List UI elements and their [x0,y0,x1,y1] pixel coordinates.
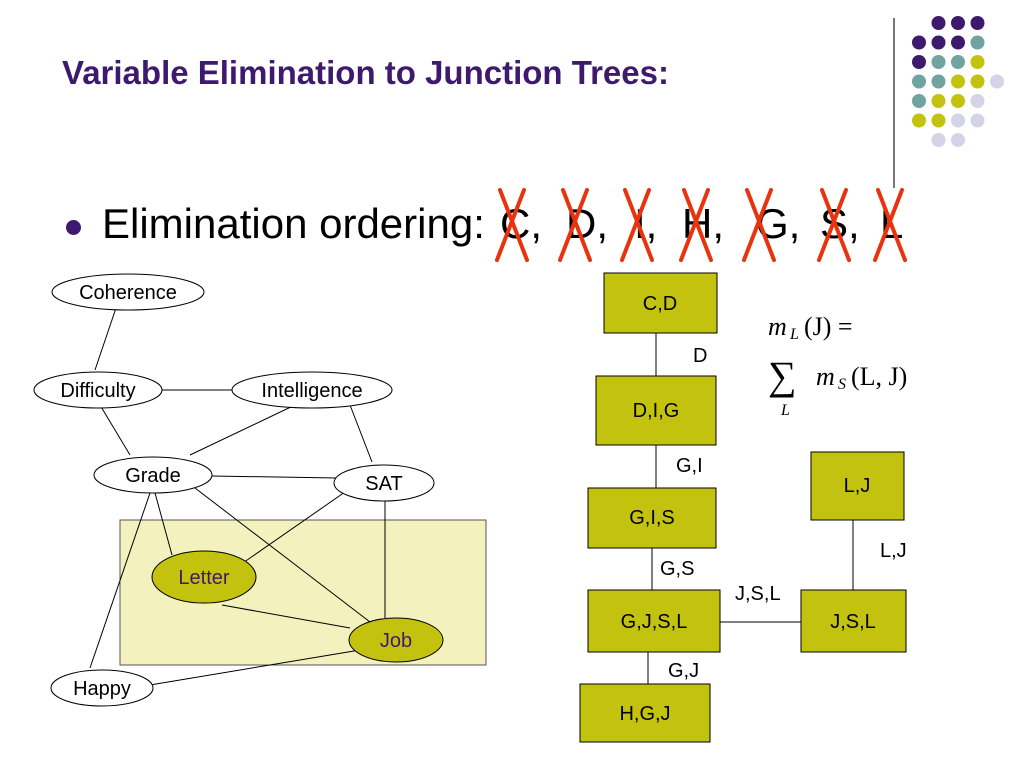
cross-mark-l [876,188,907,262]
tree-edges [647,333,854,684]
node-intelligence [231,371,393,409]
clique-gis [587,487,717,549]
formula-arg2: (L, J) [851,362,908,391]
decor-divider [893,18,895,188]
node-difficulty [33,371,163,409]
cross-mark-c [495,188,526,262]
node-happy [50,669,154,707]
sep-label-gi: G,I [676,455,703,477]
edge-job-happy [149,649,361,686]
formula-sub-s: S [838,376,846,393]
clique-cd [603,272,718,334]
edge-coherence-difficulty [94,307,117,371]
formula-m: m [768,312,787,341]
cross-marks [495,188,907,262]
node-job [348,617,444,663]
slide-title: Variable Elimination to Junction Trees: [62,54,669,91]
clique-gis-label: G,I,S [629,507,675,529]
cross-mark-g [745,188,776,262]
node-coherence [51,273,205,311]
bullet-text: Elimination ordering: [102,200,485,247]
edge-intelligence-grade [189,404,296,456]
cross-mark-l [873,188,904,262]
graph-edges [89,307,386,686]
cross-mark-s [817,188,848,262]
clique-lj [810,451,905,521]
bullet-icon [66,220,81,235]
edge-grade-job [194,487,371,623]
tree-cliques: C,D D,I,G G,I,S G,J,S,L H,G,J L,J J,S,L [579,272,907,743]
node-intelligence-label: Intelligence [261,380,362,402]
clique-cd-label: C,D [643,293,677,315]
node-coherence-label: Coherence [79,282,177,304]
clique-hgj [579,683,711,743]
formula-sum-sub: L [781,402,790,419]
cross-mark-i [620,188,651,262]
node-sat [333,464,435,502]
sep-label-jsl: J,S,L [735,583,781,605]
cross-mark-h [682,188,713,262]
formula-sum-icon: ∑ [768,353,797,398]
node-difficulty-label: Difficulty [60,380,135,402]
clique-hgj-label: H,G,J [619,703,670,725]
node-grade-label: Grade [125,465,181,487]
node-job-label: Job [380,630,412,652]
clique-dig-label: D,I,G [633,400,680,422]
cross-mark-h [679,188,710,262]
cross-mark-d [558,188,589,262]
cross-mark-i [623,188,654,262]
cross-mark-s [820,188,851,262]
sep-label-lj: L,J [880,540,907,562]
cross-mark-c [498,188,529,262]
clique-gjsl [587,589,721,653]
separator-labels: D G,I G,S G,J L,J J,S,L [660,345,907,682]
edge-grade-letter [154,492,173,556]
edge-sat-letter [239,491,346,566]
formula-arg1: (J) = [804,312,853,341]
cross-mark-g [742,188,773,262]
node-happy-label: Happy [73,678,131,700]
edge-intelligence-sat [349,404,373,463]
clique-lj-label: L,J [844,475,871,497]
formula-sub-l: L [790,326,799,343]
cross-mark-d [561,188,592,262]
node-letter [151,550,257,604]
clique-jsl [800,589,907,653]
sep-label-gj: G,J [668,660,699,682]
clique-jsl-label: J,S,L [830,611,876,633]
clique-gjsl-label: G,J,S,L [621,611,688,633]
node-grade [93,456,213,494]
node-sat-label: SAT [365,473,402,495]
edge-difficulty-grade [99,404,131,456]
node-letter-label: Letter [178,567,229,589]
edge-grade-happy [89,492,151,669]
clique-dig [595,375,717,446]
graph-nodes: Coherence Difficulty Intelligence Grade … [33,273,444,707]
edge-letter-job [221,604,351,629]
formula-m2: m [816,362,835,391]
sep-label-d: D [693,345,707,367]
sep-label-gs: G,S [660,558,694,580]
edge-grade-sat [211,475,338,479]
